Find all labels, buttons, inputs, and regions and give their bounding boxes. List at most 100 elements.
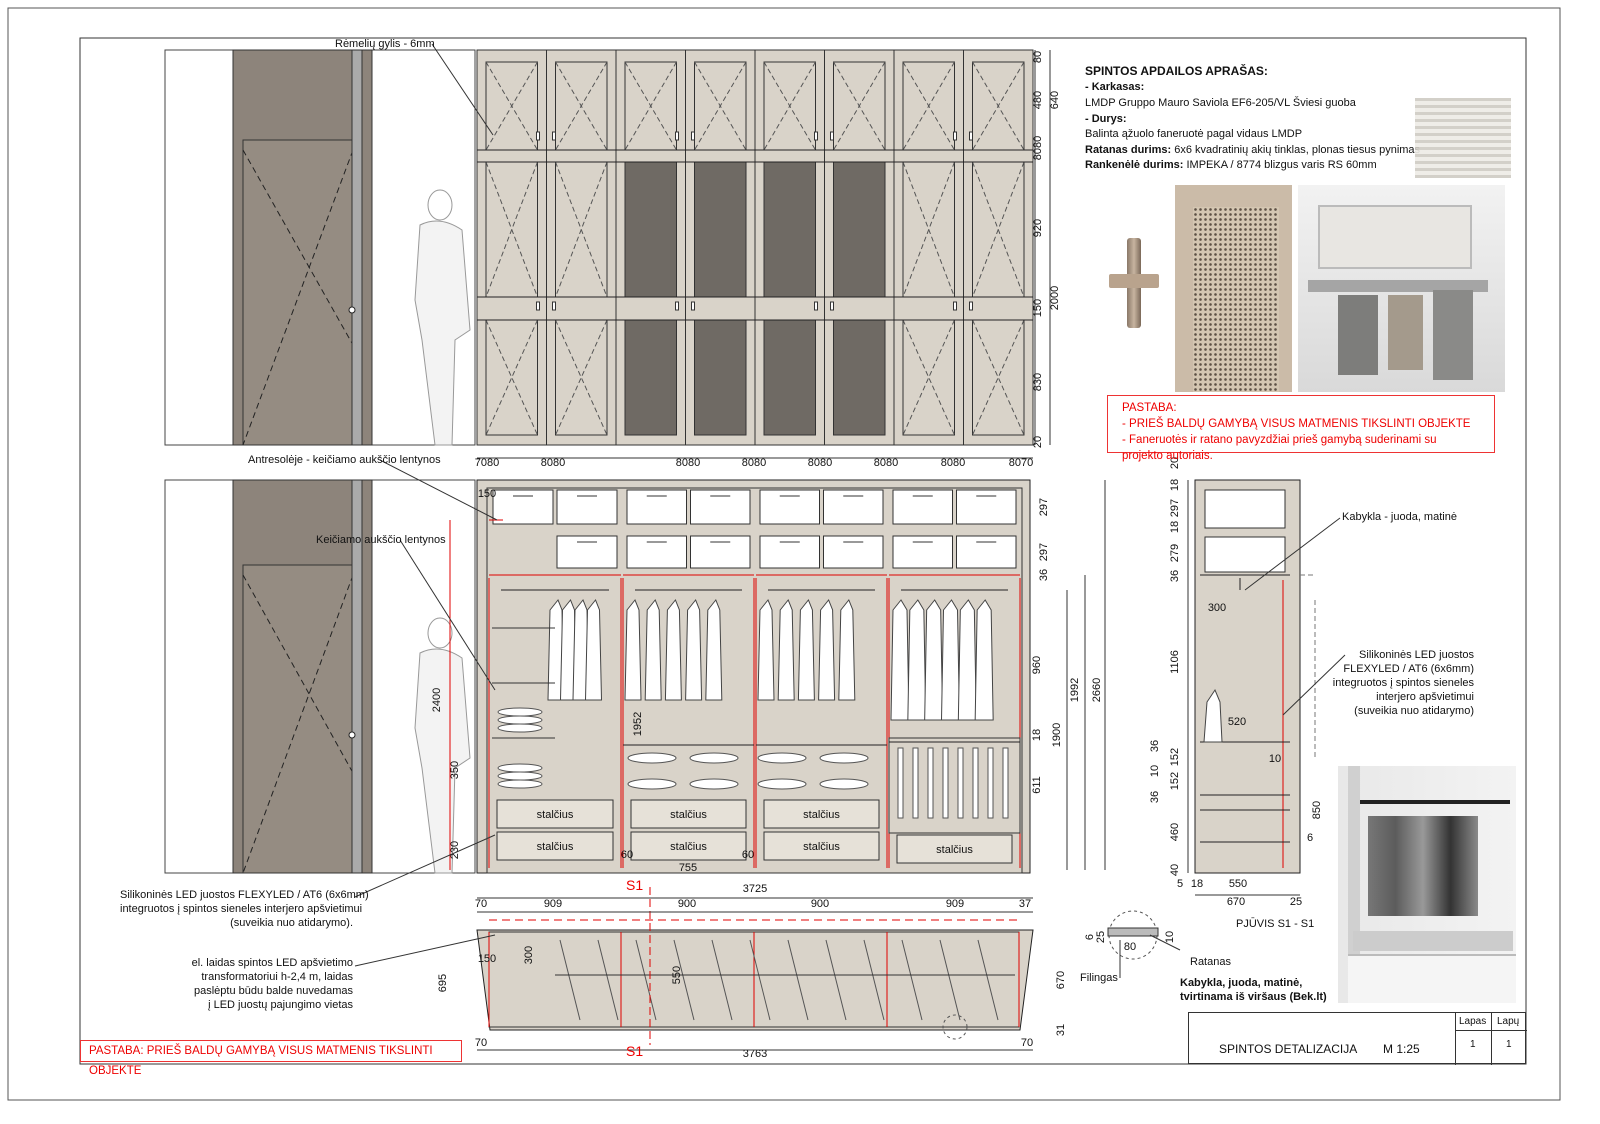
dimension-label: 37: [1019, 898, 1031, 910]
hanging-garment-icon: [1203, 688, 1223, 743]
folded-clothes-icon: [757, 752, 807, 764]
dimension-label: 695: [437, 974, 449, 992]
panel-cross: [485, 161, 538, 298]
trouser-bar: [927, 747, 934, 819]
rattan-panel: [624, 319, 677, 436]
callout-frame-depth: Rėmelių gylis - 6mm: [335, 38, 435, 50]
dimension-label: 25: [1095, 931, 1107, 943]
dimension-label: 6: [1084, 934, 1096, 940]
wardrobe-door: [476, 49, 547, 446]
drawer-label: stalčius: [803, 809, 840, 821]
door-knob-icon: [969, 131, 973, 141]
panel-cross: [902, 319, 955, 436]
leader-line: [1282, 654, 1346, 716]
door-knob-icon: [552, 301, 556, 311]
storage-box: [556, 489, 618, 525]
hanging-garment-icon: [547, 599, 565, 701]
hanging-garment-icon: [797, 599, 815, 701]
hanger-plan: [597, 939, 619, 1021]
storage-box: [892, 535, 953, 569]
hanging-garment-icon: [838, 599, 856, 701]
folded-clothes-icon: [689, 778, 739, 790]
callout-cable: el. laidas spintos LED apšvietimo transf…: [160, 956, 353, 1012]
pull-out-trouser-rack: [888, 737, 1021, 834]
door-knob-icon: [814, 301, 818, 311]
section-mark-top: S1: [626, 877, 644, 893]
hanging-garment-icon: [559, 599, 578, 701]
led-left-line: Silikoninės LED juostos FLEXYLED / AT6 (…: [120, 889, 369, 901]
hanger-plan: [711, 939, 733, 1021]
sheets-label: Lapų: [1497, 1016, 1520, 1027]
dimension-label: 18: [1169, 521, 1181, 533]
hanger-plan: [977, 939, 999, 1021]
dimension-label: 920: [1032, 219, 1044, 237]
dimension-label: 1992: [1069, 678, 1081, 702]
hanging-garment-icon: [777, 599, 795, 701]
rattan-panel: [694, 319, 747, 436]
dimension-label: 2000: [1049, 286, 1061, 310]
storage-box: [556, 535, 618, 569]
trouser-bar: [1002, 747, 1009, 819]
front-elevation: [164, 49, 1034, 446]
door-handle-icon: [348, 731, 356, 739]
dimension-label: 550: [1229, 878, 1247, 890]
drawer: [630, 799, 747, 829]
drawer-label: stalčius: [803, 841, 840, 853]
dimension-label: 150: [478, 953, 496, 965]
hanger-plan: [901, 939, 923, 1021]
dimension-label: 2400: [431, 688, 443, 712]
hanging-garment-icon: [624, 599, 642, 701]
detail-circle: [942, 1014, 968, 1040]
drawing-title: SPINTOS DETALIZACIJA: [1219, 1042, 1358, 1056]
door-knob-icon: [675, 131, 679, 141]
drawer: [496, 831, 614, 861]
rattan-panel: [833, 319, 886, 436]
dimension-label: 300: [523, 946, 535, 964]
dimension-label: 70: [1021, 1037, 1033, 1049]
hanging-garment-icon: [957, 599, 977, 721]
dimension-label: 150: [1032, 299, 1044, 317]
dimension-label: 8080: [941, 457, 965, 469]
dimension-label: 1106: [1169, 650, 1181, 674]
door-knob-icon: [675, 301, 679, 311]
door-knob-icon: [953, 301, 957, 311]
dimension-label: 297: [1038, 543, 1050, 561]
spec-handle-value: IMPEKA / 8774 blizgus varis RS 60mm: [1183, 159, 1377, 171]
dimension-label: 20: [1169, 457, 1181, 469]
dimension-label: 7080: [475, 457, 499, 469]
spec-rattan-label: Ratanas durims:: [1085, 144, 1172, 156]
led-right-line: Silikoninės LED juostos: [1359, 649, 1474, 661]
dimension-label: 70: [475, 1037, 487, 1049]
callout-led-left: Silikoninės LED juostos FLEXYLED / AT6 (…: [120, 888, 369, 930]
folded-clothes-icon: [757, 778, 807, 790]
dimension-label: 20: [1032, 436, 1044, 448]
human-figure-icon: [414, 648, 471, 874]
sheet-number: 1: [1470, 1039, 1476, 1050]
dimension-label: 36: [1149, 791, 1161, 803]
hanger-plan: [635, 939, 657, 1021]
dimension-label: 60: [621, 849, 633, 861]
led-right-line: FLEXYLED / AT6 (6x6mm): [1343, 663, 1474, 675]
closet-photo: [1338, 766, 1516, 1003]
dimension-label: 8080: [742, 457, 766, 469]
rail-photo-line: Kabykla, juoda, matinė,: [1180, 977, 1303, 989]
dimension-label: 670: [1055, 971, 1067, 989]
carcass: [486, 487, 1023, 874]
cable-line: transformatoriui h-2,4 m, laidas: [201, 971, 353, 983]
dimension-label: 3725: [743, 883, 767, 895]
folded-clothes-icon: [819, 752, 869, 764]
callout-rail-photo: Kabykla, juoda, matinė, tvirtinama iš vi…: [1180, 976, 1327, 1004]
dimension-label: 960: [1031, 656, 1043, 674]
dimension-label: 80: [1124, 941, 1136, 953]
dimension-label: 640: [1049, 91, 1061, 109]
dimension-label: 297: [1169, 499, 1181, 517]
sheet-label: Lapas: [1459, 1016, 1487, 1027]
storage-box: [690, 489, 751, 525]
panel-cross: [485, 319, 538, 436]
door-knob-icon: [953, 131, 957, 141]
section-mark-bottom: S1: [626, 1043, 644, 1059]
sheet-border: [7, 7, 1561, 1101]
leader-line: [379, 459, 498, 521]
hanging-garment-icon: [757, 599, 775, 701]
